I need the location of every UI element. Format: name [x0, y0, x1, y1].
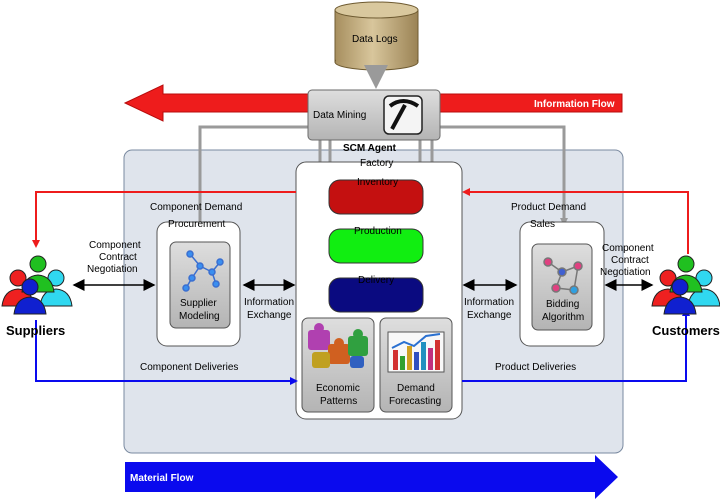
- product-demand-arrowhead: [462, 188, 470, 196]
- component-deliveries-label: Component Deliveries: [140, 362, 238, 373]
- product-demand-arrow: [466, 191, 689, 254]
- production-label: Production: [354, 226, 402, 237]
- customer-negotiation-line2: Contract: [611, 255, 649, 266]
- product-deliveries-label: Product Deliveries: [495, 362, 576, 373]
- customer-negotiation-line1: Component: [602, 243, 654, 254]
- material-flow-label: Material Flow: [130, 473, 194, 484]
- material-flow-arrow: Material Flow: [125, 455, 618, 499]
- delivery-label: Delivery: [358, 275, 394, 286]
- data-logs-cylinder: Data Logs: [334, 1, 419, 71]
- supplier-modeling-box: Supplier Modeling: [169, 241, 231, 329]
- economic-patterns-box: Economic Patterns: [301, 317, 375, 413]
- factory-label: Factory: [360, 158, 393, 169]
- economic-patterns-line1: Economic: [316, 383, 360, 394]
- bidding-algorithm-line1: Bidding: [546, 299, 579, 310]
- sales-label: Sales: [530, 219, 555, 230]
- information-flow-label: Information Flow: [534, 99, 615, 110]
- pickaxe-icon: [388, 99, 420, 130]
- supplier-modeling-line2: Modeling: [179, 311, 220, 322]
- product-deliveries-arrow: [462, 312, 687, 382]
- sales-exchange-line1: Information: [464, 297, 514, 308]
- sales-exchange-line2: Exchange: [467, 310, 512, 321]
- customers-people-icon: [651, 255, 720, 315]
- supplier-modeling-line1: Supplier: [180, 298, 217, 309]
- bidding-algorithm-line2: Algorithm: [542, 312, 584, 323]
- suppliers-people-icon: [1, 255, 73, 315]
- product-demand-label: Product Demand: [511, 202, 586, 213]
- scm-agent-title: SCM Agent: [343, 143, 397, 154]
- component-demand-arrowhead: [32, 240, 40, 248]
- molecule-network-icon: [182, 250, 224, 292]
- data-mining-label: Data Mining: [313, 110, 366, 121]
- inventory-pill: Inventory: [328, 177, 424, 215]
- demand-forecasting-line1: Demand: [397, 383, 435, 394]
- customer-negotiation-line3: Negotiation: [600, 267, 651, 278]
- procurement-exchange-line1: Information: [244, 297, 294, 308]
- delivery-pill: Delivery: [328, 275, 424, 313]
- demand-forecasting-box: Demand Forecasting: [379, 317, 453, 413]
- economic-patterns-line2: Patterns: [320, 396, 357, 407]
- supplier-negotiation-line3: Negotiation: [87, 264, 138, 275]
- supplier-negotiation-line2: Contract: [99, 252, 137, 263]
- production-pill: Production: [328, 226, 424, 264]
- procurement-label: Procurement: [168, 219, 225, 230]
- supplier-negotiation-line1: Component: [89, 240, 141, 251]
- component-demand-arrow: [35, 191, 296, 244]
- customers-label: Customers: [652, 323, 720, 338]
- puzzle-pieces-icon: [308, 323, 368, 368]
- suppliers-label: Suppliers: [6, 323, 65, 338]
- network-nodes-icon: [543, 257, 583, 295]
- bar-chart-icon: [387, 331, 445, 373]
- component-deliveries-arrowhead: [290, 377, 298, 385]
- bidding-algorithm-box: Bidding Algorithm: [531, 243, 593, 331]
- demand-forecasting-line2: Forecasting: [389, 396, 441, 407]
- component-deliveries-arrow: [35, 320, 294, 382]
- inventory-label: Inventory: [357, 177, 398, 188]
- procurement-exchange-line2: Exchange: [247, 310, 292, 321]
- data-logs-label: Data Logs: [352, 34, 398, 45]
- component-demand-label: Component Demand: [150, 202, 242, 213]
- data-mining-box: Data Mining: [307, 89, 441, 141]
